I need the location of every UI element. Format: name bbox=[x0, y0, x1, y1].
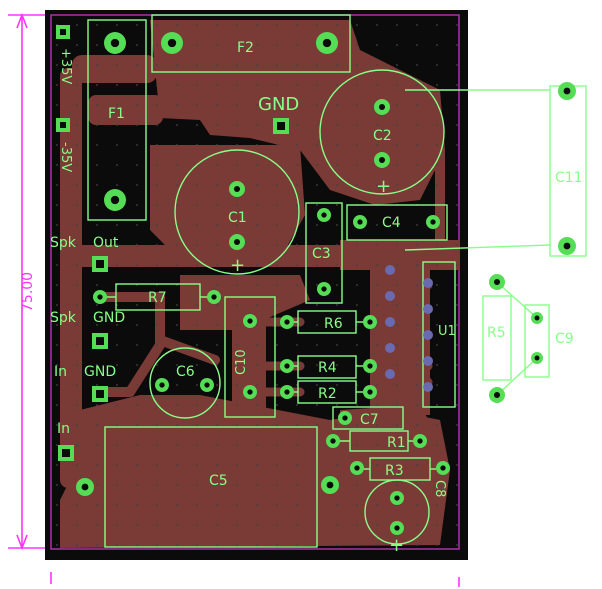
label-c2: C2 bbox=[373, 128, 392, 144]
label-c3: C3 bbox=[312, 246, 331, 262]
u1-pin-left-5 bbox=[385, 369, 395, 379]
label-gnd-top: GND bbox=[258, 94, 299, 115]
label-plus-c2: + bbox=[376, 176, 391, 197]
label-spk-gnd-2: GND bbox=[93, 310, 125, 326]
u1-pin-left-2 bbox=[385, 291, 395, 301]
label-in-gnd-2: GND bbox=[84, 364, 116, 380]
copper-layer bbox=[60, 20, 460, 548]
label-c7: C7 bbox=[360, 412, 379, 428]
label-plus35v: +35V bbox=[58, 48, 73, 84]
label-plus-c1: + bbox=[230, 255, 245, 276]
c10-outline bbox=[224, 296, 276, 418]
label-c11: C11 bbox=[555, 170, 583, 186]
u1-pin-right-1 bbox=[423, 278, 433, 288]
silkscreen-labels: F1 F2 GND C2 C1 C3 C4 C11 R7 R6 R4 R2 C6… bbox=[50, 40, 583, 556]
label-u1: U1 bbox=[438, 324, 456, 339]
u1-pin-right-5 bbox=[423, 382, 433, 392]
label-r2: R2 bbox=[318, 386, 337, 402]
c3-outline bbox=[305, 202, 343, 304]
pads-layer bbox=[76, 32, 576, 535]
u1-pin-right-3 bbox=[423, 330, 433, 340]
c9-outline bbox=[524, 304, 550, 378]
u1-pin-left-1 bbox=[385, 265, 395, 275]
c7-outline bbox=[332, 406, 404, 430]
label-c1: C1 bbox=[228, 210, 247, 226]
f2-outline bbox=[151, 14, 351, 73]
label-spk-out-2: Out bbox=[93, 235, 119, 251]
u1-outline bbox=[422, 261, 456, 408]
c4-outline bbox=[346, 204, 448, 241]
label-r1: R1 bbox=[387, 435, 406, 451]
board-grid-dots bbox=[56, 24, 458, 546]
c8-outline bbox=[364, 479, 430, 545]
r4-outline bbox=[297, 355, 357, 379]
label-spk-gnd-1: Spk bbox=[50, 310, 77, 326]
f1-outline bbox=[87, 19, 147, 221]
u1-pin-right-4 bbox=[423, 356, 433, 366]
label-f2: F2 bbox=[237, 40, 254, 56]
label-f1: F1 bbox=[108, 106, 125, 122]
label-c5: C5 bbox=[209, 473, 228, 489]
c6-outline bbox=[149, 347, 221, 419]
label-r7: R7 bbox=[148, 290, 167, 306]
u1-pin-right-2 bbox=[423, 304, 433, 314]
label-spk-out-1: Spk bbox=[50, 235, 77, 251]
label-r5: R5 bbox=[487, 325, 506, 341]
label-r4: R4 bbox=[318, 360, 337, 376]
connector-pads bbox=[56, 25, 289, 461]
label-r6: R6 bbox=[324, 316, 343, 332]
c2-outline bbox=[319, 69, 445, 195]
label-plus-c8: + bbox=[389, 535, 404, 556]
u1-pin-left-3 bbox=[385, 317, 395, 327]
label-in-gnd-1: In bbox=[54, 364, 67, 380]
label-c9: C9 bbox=[555, 331, 574, 347]
silkscreen-layer bbox=[87, 14, 587, 548]
c1-outline bbox=[174, 149, 300, 275]
label-in: In bbox=[57, 421, 70, 437]
label-r3: R3 bbox=[385, 463, 404, 479]
dimension-marker: 75.00 bbox=[8, 12, 460, 587]
label-c6: C6 bbox=[176, 364, 195, 380]
label-minus35v: -35V bbox=[58, 142, 73, 172]
r5-outline bbox=[482, 295, 512, 381]
label-c4: C4 bbox=[382, 215, 401, 231]
c5-outline bbox=[104, 426, 318, 548]
label-c8: C8 bbox=[432, 480, 447, 497]
label-c10: C10 bbox=[234, 349, 249, 375]
u1-pin-left-4 bbox=[385, 343, 395, 353]
dimension-label: 75.00 bbox=[20, 272, 36, 312]
